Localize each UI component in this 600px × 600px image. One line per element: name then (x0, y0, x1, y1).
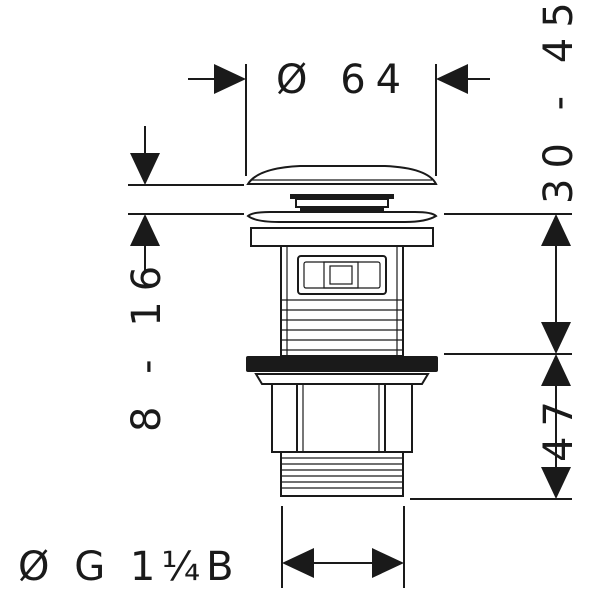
threaded-tail (280, 451, 404, 497)
valve-cap (246, 165, 438, 185)
cap-stem (290, 194, 394, 199)
thread-lines (281, 457, 403, 489)
dimension-bottom-height: 47 (410, 354, 582, 500)
dimension-thread: Ø G 1¼B (18, 506, 405, 590)
lock-nut (246, 356, 438, 372)
hex-nut (271, 383, 413, 453)
upper-collar (250, 227, 434, 247)
waste-flange (246, 211, 438, 223)
dimension-diameter-top: Ø 64 (188, 57, 490, 176)
label-height-range: 30 - 45 (536, 0, 582, 204)
dimension-height-range: 30 - 45 (444, 0, 582, 355)
body-ribs (281, 299, 403, 351)
label-bottom-height: 47 (536, 391, 582, 462)
overflow-slot (297, 255, 387, 295)
dimension-adjust-range: 8 - 16 (124, 126, 244, 432)
waste-valve-body (246, 165, 438, 497)
label-diameter-top: Ø 64 (276, 57, 411, 103)
label-adjust-range: 8 - 16 (124, 256, 170, 432)
label-thread: Ø G 1¼B (18, 544, 240, 590)
